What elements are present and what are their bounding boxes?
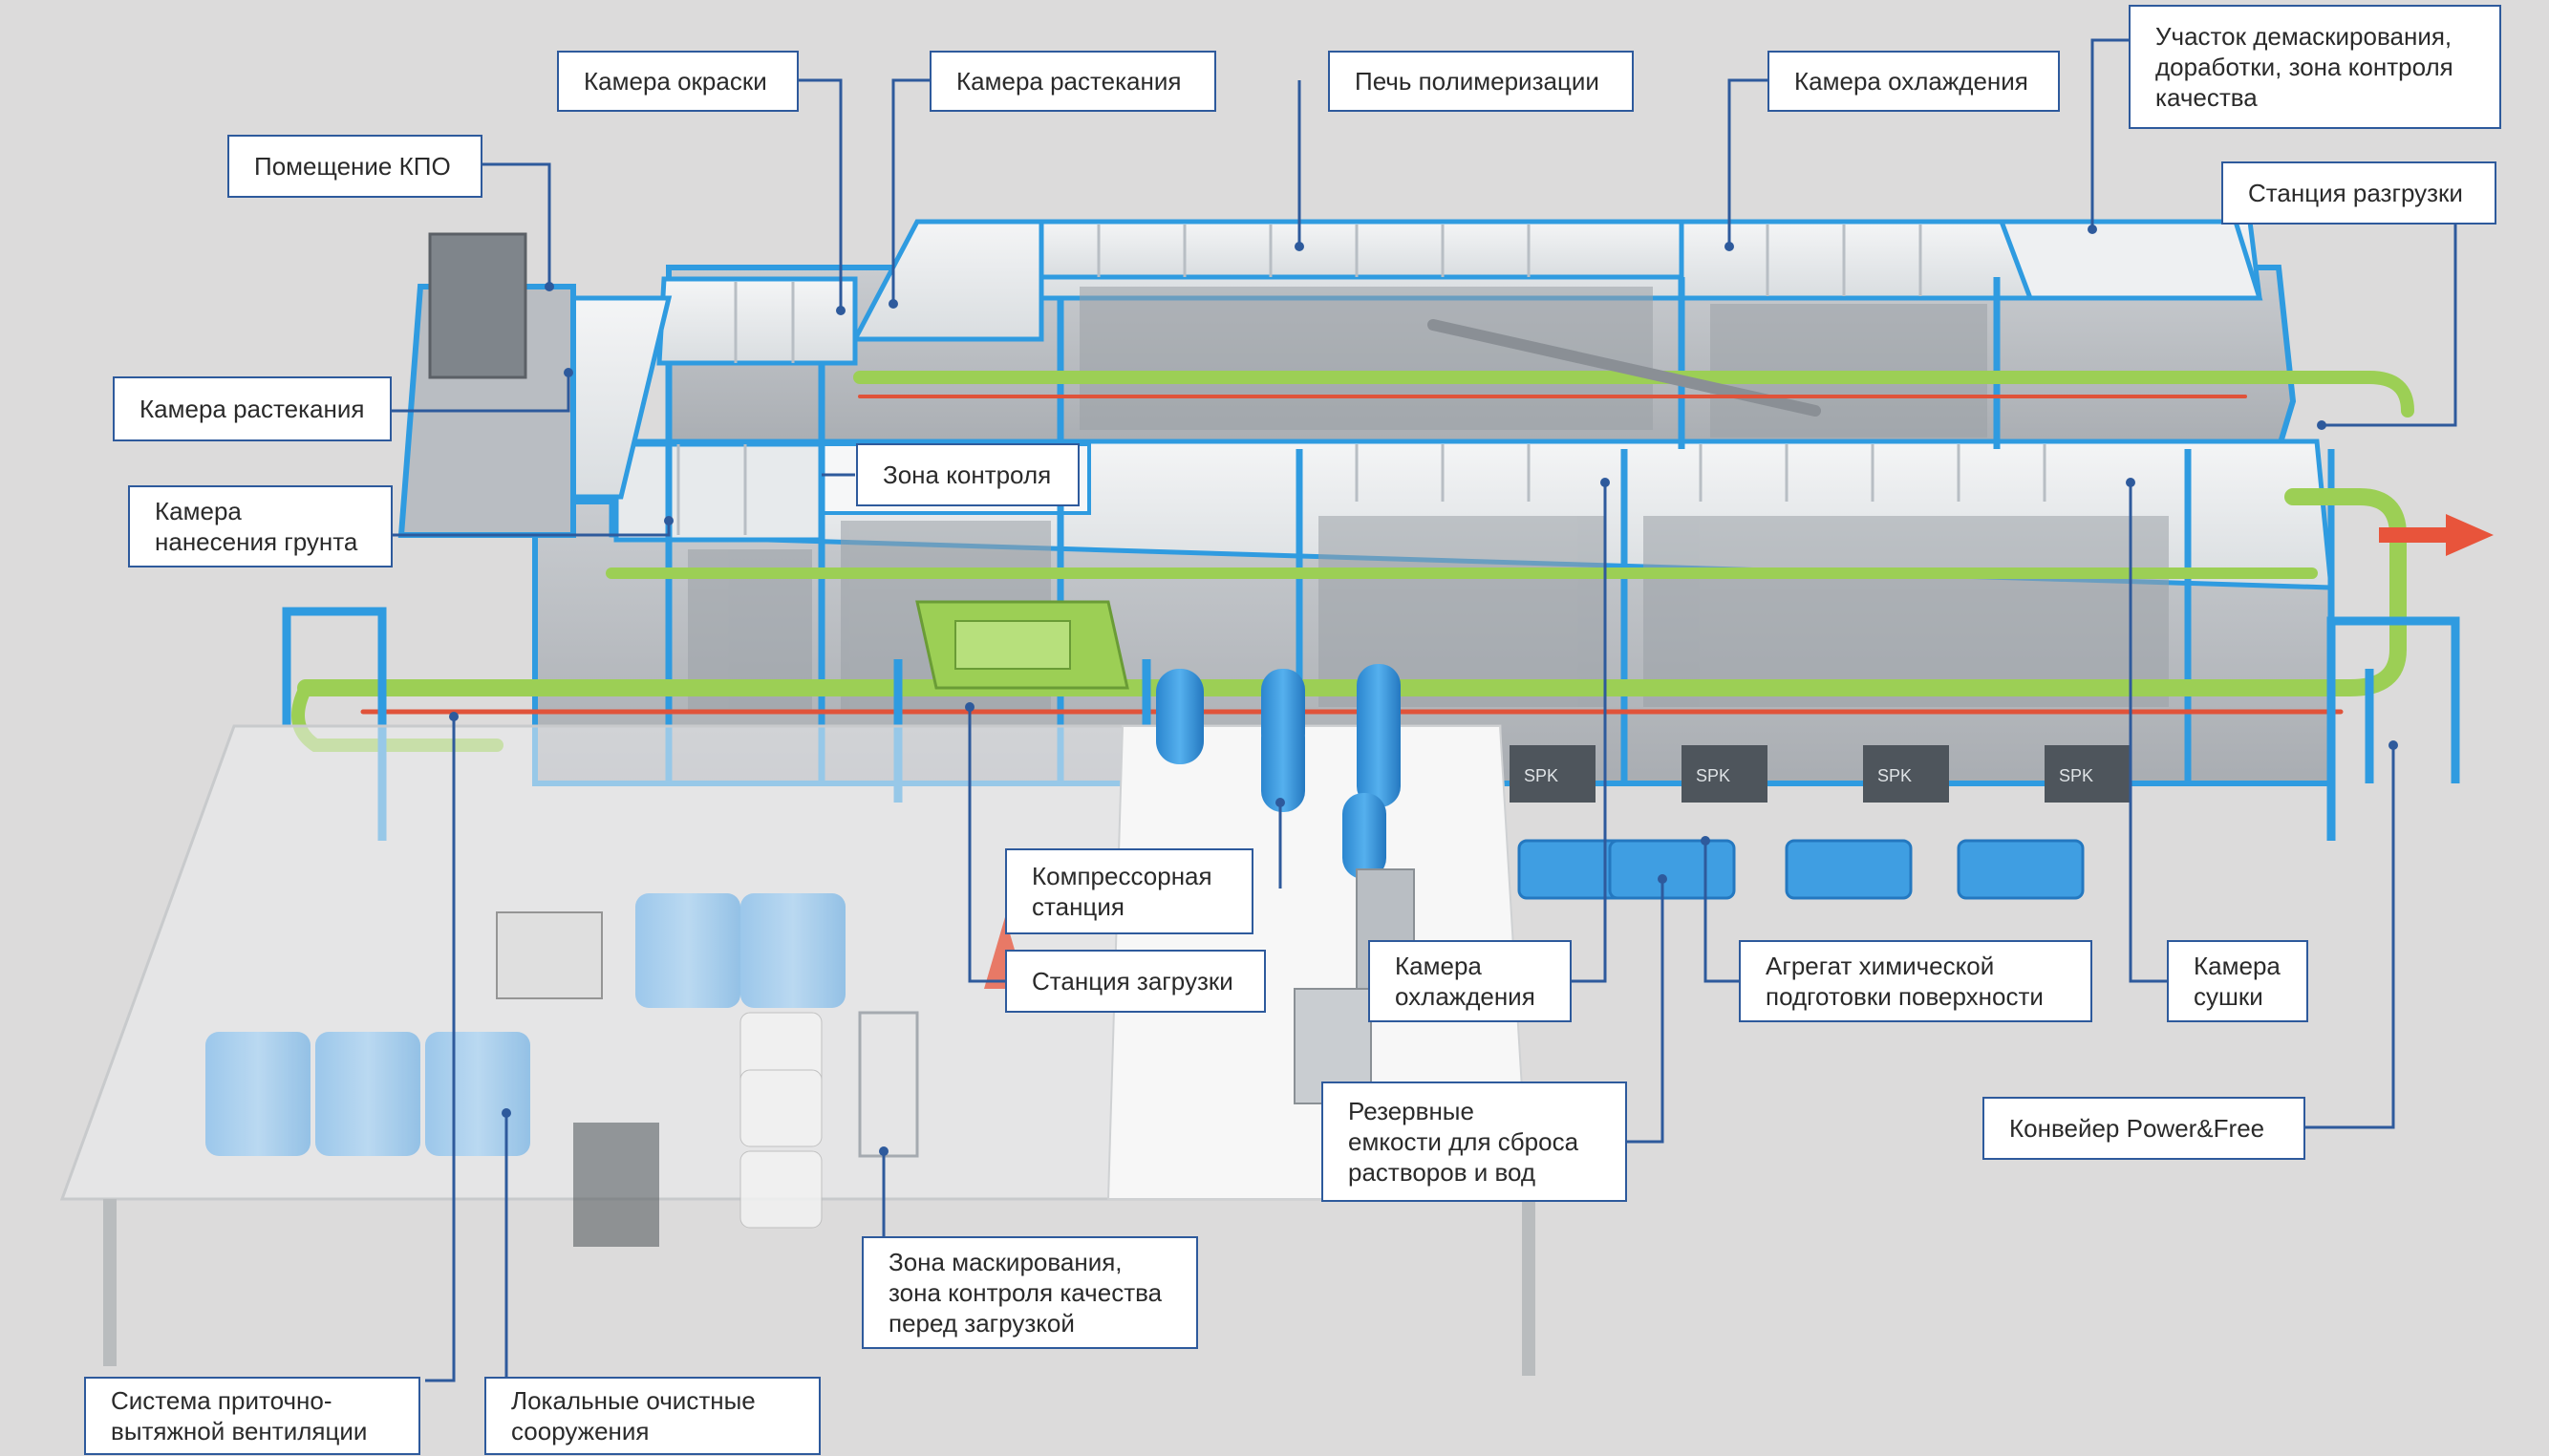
label-flash-off-left: Камера растекания [113,376,392,441]
label-drying: Камера сушки [2167,940,2308,1022]
label-treatment: Локальные очистные сооружения [484,1377,821,1455]
flash-off-top-roof [850,219,1044,342]
chem-prep-modules [1517,839,2085,900]
label-masking-zone: Зона маскирования, зона контроля качеств… [862,1236,1198,1349]
label-compressor: Компрессорная станция [1005,848,1253,934]
process-units: SPK SPK SPK SPK [1510,745,2131,803]
label-flash-off-top: Камера растекания [930,51,1216,112]
primer-booth-roof [613,441,825,543]
label-loading: Станция загрузки [1005,950,1266,1013]
label-curing-oven: Печь полимеризации [1328,51,1634,112]
loading-station-equipment [915,600,1129,690]
equipment-mark: SPK [1696,766,1730,785]
paint-booth-roof [656,276,858,366]
label-chem-prep: Агрегат химической подготовки поверхност… [1739,940,2092,1022]
roof-dividers [676,225,2046,535]
leader-dots [449,225,2398,1156]
demasking-roof [1998,219,2263,301]
label-cooling-bottom: Камера охлаждения [1368,940,1572,1022]
exit-arrow [2379,514,2494,556]
oven-roof [1039,219,1684,280]
equipment-mark: SPK [1524,766,1558,785]
label-kpo-room: Помещение КПО [227,135,482,198]
label-primer-booth: Камера нанесения грунта [128,485,393,567]
label-demasking: Участок демаскирования, доработки, зона … [2129,5,2501,129]
conveyor-upper-run [853,371,2414,418]
label-unloading: Станция разгрузки [2221,161,2496,225]
label-ventilation: Система приточно- вытяжной вентиляции [84,1377,420,1455]
label-cooling-top: Камера охлаждения [1767,51,2060,112]
label-inspection-zone: Зона контроля [856,443,1080,506]
label-paint-booth: Камера окраски [557,51,799,112]
treatment-tanks [205,893,919,1247]
equipment-mark: SPK [2059,766,2093,785]
equipment-mark: SPK [1877,766,1912,785]
label-reserve-tanks: Резервные емкости для сброса растворов и… [1321,1081,1627,1202]
ventilation-unit [428,232,527,379]
label-power-free: Конвейер Power&Free [1982,1097,2305,1160]
